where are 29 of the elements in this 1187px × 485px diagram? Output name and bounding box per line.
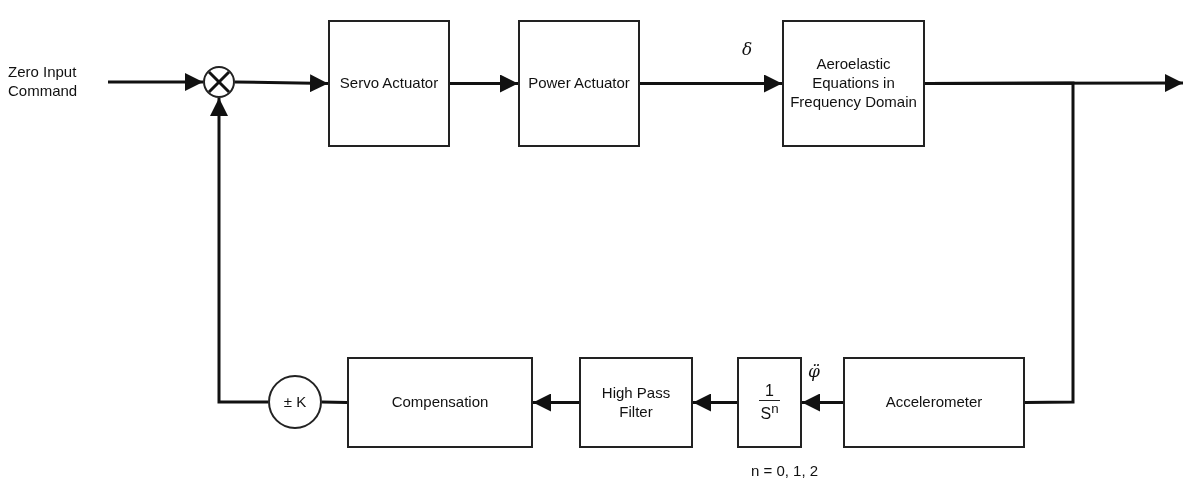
arrow [234,74,329,93]
block-box [328,20,450,147]
arrow [450,74,518,93]
gain-circle [268,375,322,429]
block-box [843,357,1025,448]
arrow [693,393,737,412]
block-label: Aeroelastic Equations in Frequency Domain [789,55,918,112]
transfer-function-box [737,357,802,448]
arrow [640,74,782,93]
block-box [518,20,640,147]
block-box [347,357,533,448]
block-label: Compensation [391,393,489,412]
edge-label: φ̈ [808,362,820,381]
block-label: Power Actuator [528,74,630,93]
gain-label: ± K [283,392,307,412]
numerator: 1 [759,380,780,401]
block-label: Servo Actuator [339,74,439,93]
exponent-note: n = 0, 1, 2 [751,462,819,479]
block-label: High Pass Filter [600,383,672,422]
block-label: Accelerometer [885,393,983,412]
input-label: Zero Input Command [8,61,108,103]
arrow [533,393,579,412]
block-box [579,357,693,448]
arrow [802,393,843,412]
block-box [782,20,925,147]
denominator: S$^{n}$ [760,400,779,425]
arrow [210,98,268,404]
summing-junction [203,66,235,98]
arrow [108,73,203,91]
